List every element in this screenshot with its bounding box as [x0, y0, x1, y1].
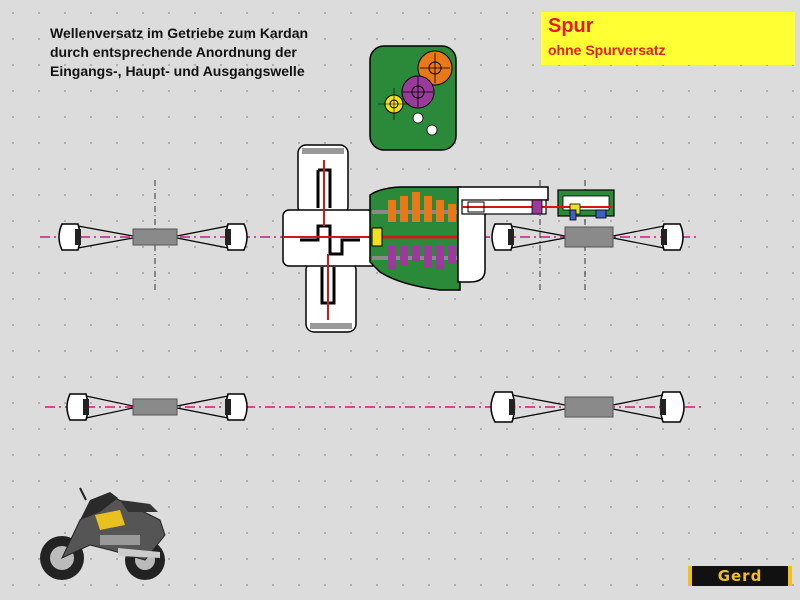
rear-wheel-bottom-right	[490, 391, 685, 423]
rear-wheel-top-right	[491, 223, 684, 251]
title-main: Spur	[548, 15, 594, 37]
description-line-2: durch entsprechende Anordnung der	[50, 44, 297, 60]
motorcycle-photo	[40, 487, 166, 580]
logo-text: Gerd	[717, 567, 763, 585]
title-subtitle: ohne Spurversatz	[548, 42, 666, 58]
cardan-swingarm	[457, 186, 615, 283]
gearbox-housing	[369, 186, 462, 291]
engine-crankcase	[282, 144, 379, 333]
description-text: Wellenversatz im Getriebe zum Kardan dur…	[50, 24, 380, 81]
front-wheel-bottom-left	[66, 393, 248, 421]
gerd-logo: Gerd	[688, 566, 792, 586]
front-wheel-top-left	[58, 223, 248, 251]
description-line-3: Eingangs-, Haupt- und Ausgangswelle	[50, 63, 305, 79]
title-box: Spur ohne Spurversatz	[541, 12, 795, 65]
description-line-1: Wellenversatz im Getriebe zum Kardan	[50, 25, 309, 41]
gear-side-view	[369, 45, 457, 151]
